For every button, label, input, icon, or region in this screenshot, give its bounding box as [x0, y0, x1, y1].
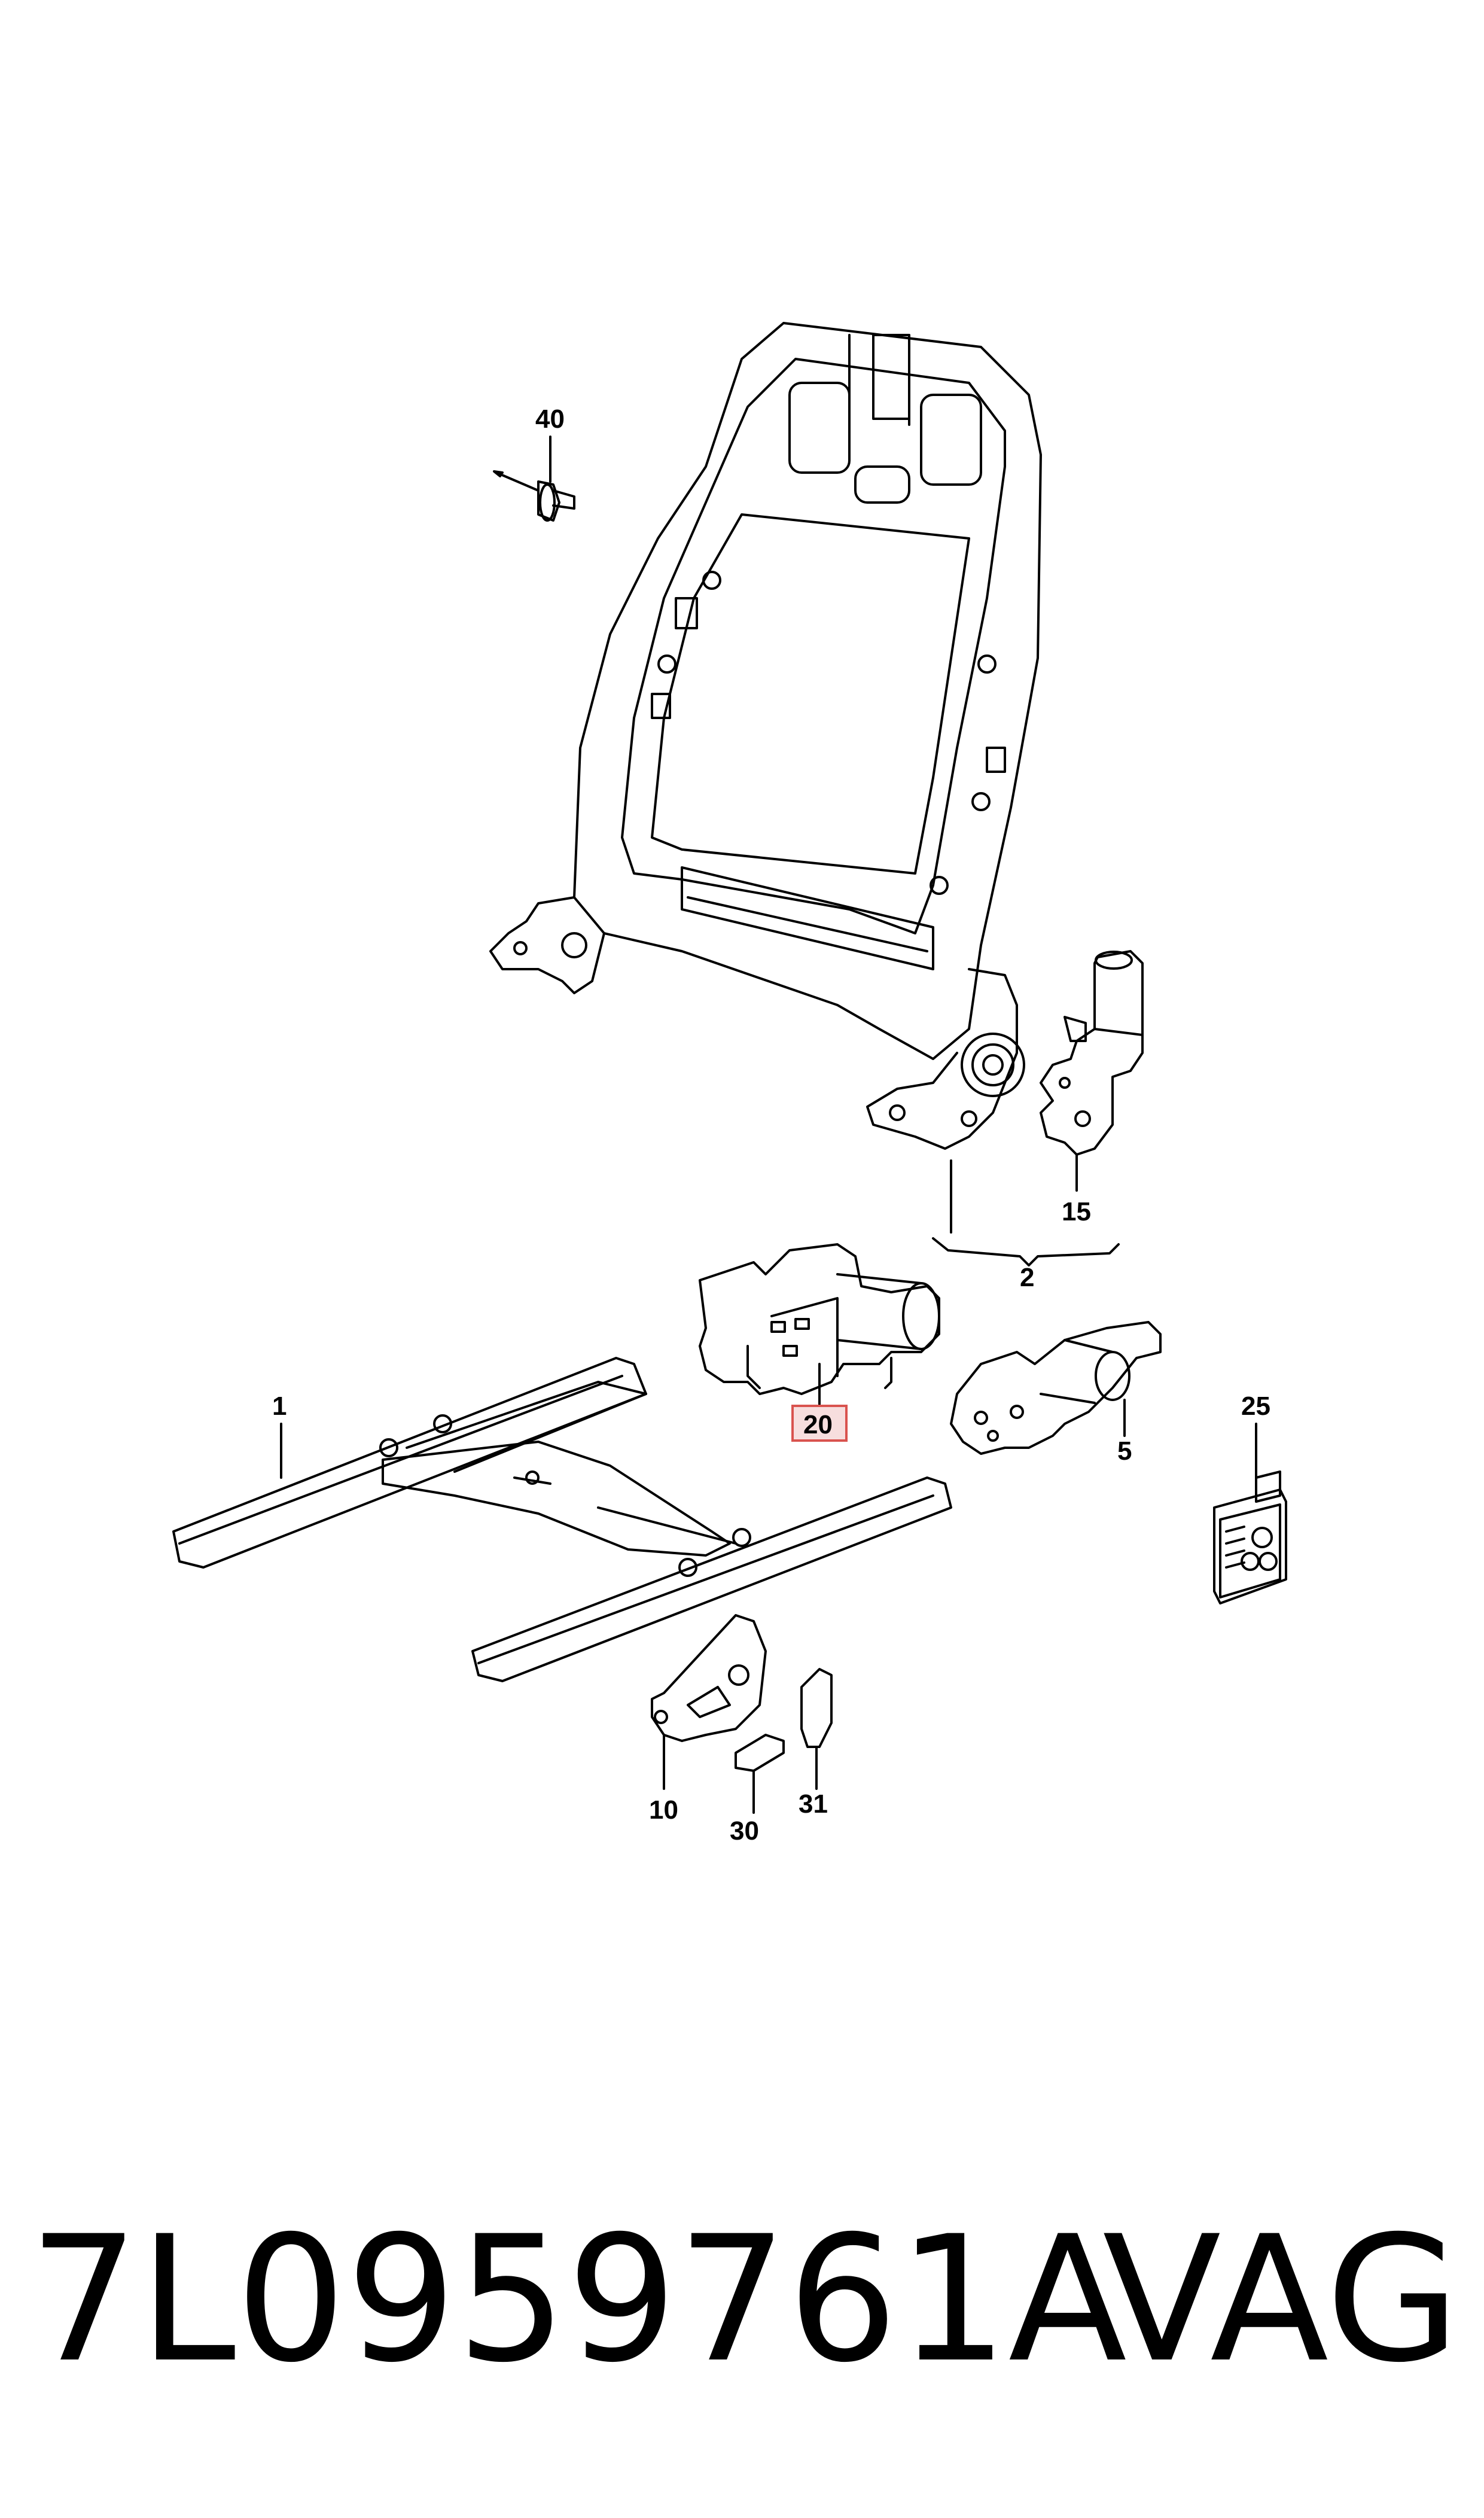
cover-part-31	[800, 1668, 833, 1790]
motor-part-5	[950, 1321, 1162, 1455]
callout-31: 31	[799, 1789, 828, 1819]
callout-20: 20	[803, 1410, 833, 1439]
seat-rail-frame-part-1	[172, 1357, 952, 1682]
callout-30: 30	[730, 1816, 759, 1846]
part-number: 7L0959761A	[29, 2199, 1128, 2401]
recliner-motor-part-15	[1040, 950, 1144, 1192]
callout-1: 1	[272, 1392, 287, 1421]
highlight-box-20	[791, 1405, 848, 1442]
callout-10: 10	[649, 1795, 678, 1825]
callout-25: 25	[1241, 1392, 1270, 1421]
brand-name: VAG	[1102, 2199, 1460, 2401]
assembly-bracket-part-2	[932, 1159, 1120, 1266]
callout-5: 5	[1117, 1436, 1132, 1466]
callout-40: 40	[535, 404, 565, 434]
callout-2: 2	[1020, 1263, 1034, 1292]
cover-part-30	[735, 1734, 785, 1814]
rivet-part-40	[493, 436, 575, 522]
bracket-part-10	[651, 1614, 767, 1790]
connector-part-25	[1213, 1423, 1287, 1604]
callout-15: 15	[1062, 1197, 1091, 1226]
seat-backrest-frame	[489, 322, 1042, 1150]
height-adjuster-motor-part-20	[699, 1243, 940, 1419]
